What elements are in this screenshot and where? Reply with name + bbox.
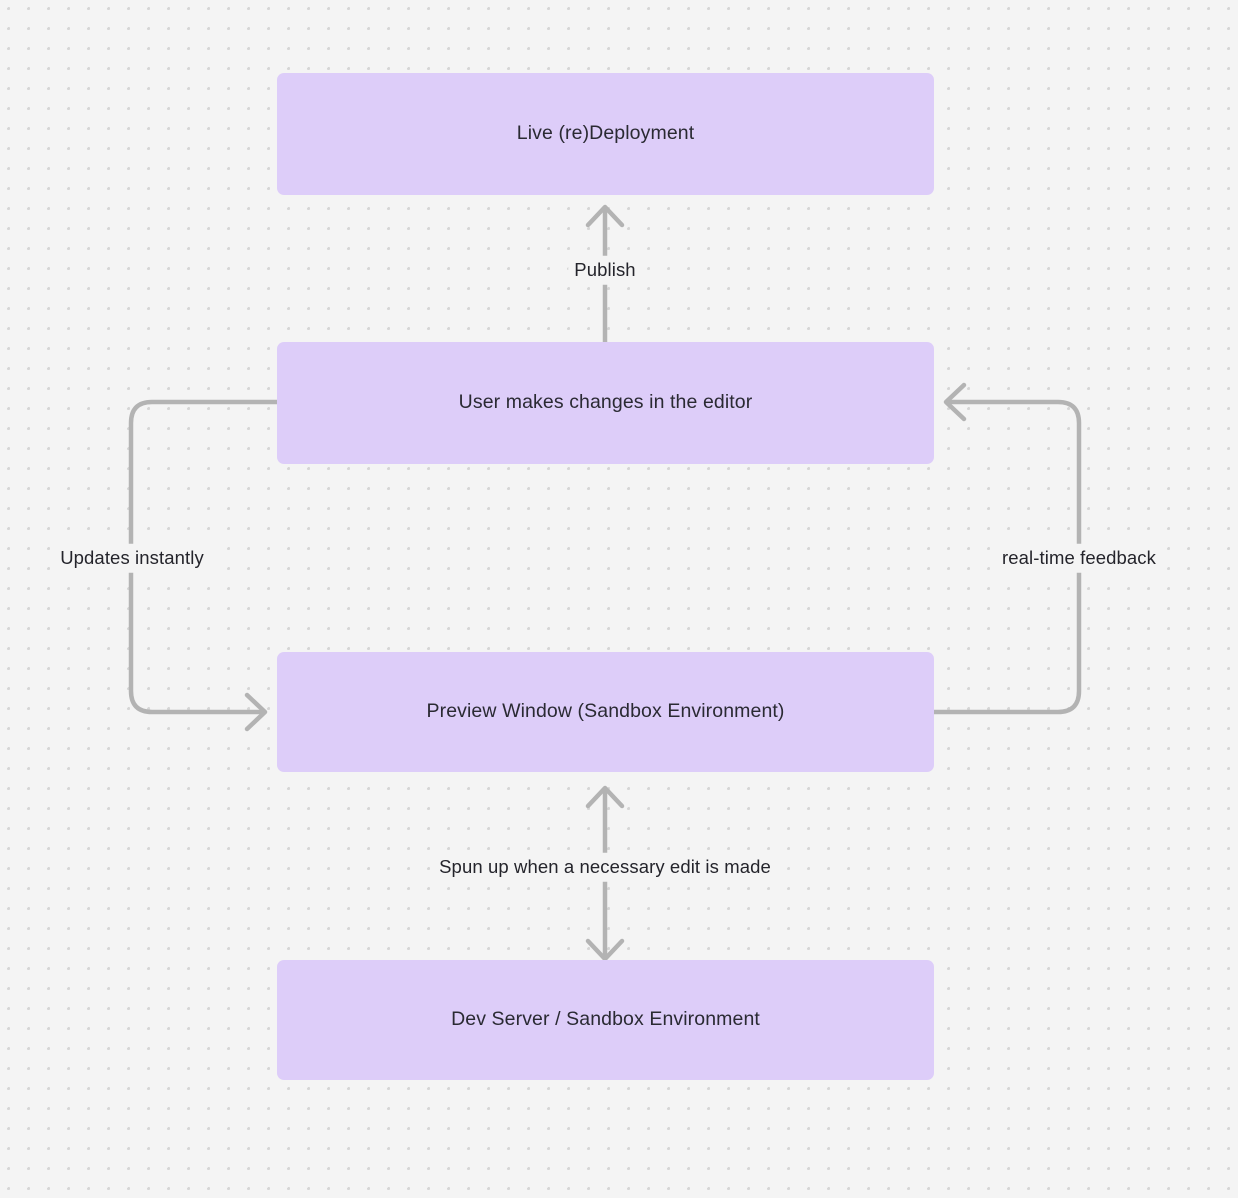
node-label: Dev Server / Sandbox Environment [451, 1008, 760, 1031]
node-label: Preview Window (Sandbox Environment) [426, 700, 785, 723]
node-user-edits[interactable]: User makes changes in the editor [277, 342, 934, 464]
edge-label-spun-up: Spun up when a necessary edit is made [433, 852, 777, 882]
node-dev-server[interactable]: Dev Server / Sandbox Environment [277, 960, 934, 1080]
edge-label-real-time-feedback: real-time feedback [996, 543, 1162, 573]
edge-label-publish: Publish [568, 255, 642, 285]
node-live-deployment[interactable]: Live (re)Deployment [277, 73, 934, 195]
node-label: Live (re)Deployment [516, 122, 695, 145]
node-preview-window[interactable]: Preview Window (Sandbox Environment) [277, 652, 934, 772]
node-label: User makes changes in the editor [458, 391, 753, 414]
edge-label-updates-instantly: Updates instantly [54, 543, 210, 573]
